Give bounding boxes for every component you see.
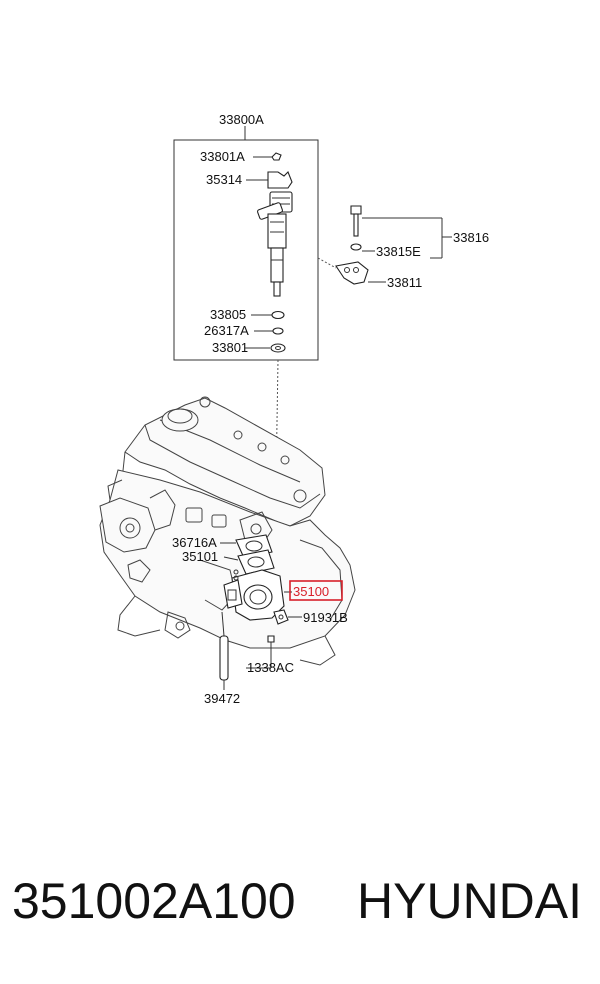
label-gasket: 35101 xyxy=(182,549,218,564)
label-injector-assembly: 33800A xyxy=(219,112,264,127)
label-oring: 33805 xyxy=(210,307,246,322)
throttle-body-group: 36716A 35101 35100 91931B 1338AC xyxy=(172,534,348,706)
label-throttle-body: 35100 xyxy=(293,584,329,599)
oring-part xyxy=(271,310,285,320)
label-bolt-group: 33816 xyxy=(453,230,489,245)
gasket-part xyxy=(237,549,275,575)
label-bracket: 33811 xyxy=(387,275,422,290)
bolt-part xyxy=(350,205,362,215)
label-pipe: 39472 xyxy=(204,691,240,706)
footer: 351002A100 HYUNDAI xyxy=(0,872,600,952)
ring-part xyxy=(272,327,284,335)
seal-washer-part xyxy=(270,343,286,353)
label-sensor: 91931B xyxy=(303,610,348,625)
label-seal-washer: 33801 xyxy=(212,340,248,355)
washer-part xyxy=(350,243,362,251)
bolt-small-part xyxy=(267,635,275,643)
engine-illustration xyxy=(99,396,356,666)
label-upper-gasket: 36716A xyxy=(172,535,217,550)
injector-body xyxy=(257,191,293,297)
label-ring: 26317A xyxy=(204,323,249,338)
footer-brand: HYUNDAI xyxy=(357,873,583,929)
label-clip: 33801A xyxy=(200,149,245,164)
label-holder: 35314 xyxy=(206,172,242,187)
injector-assembly-box xyxy=(173,139,319,361)
label-bolt: 1338AC xyxy=(247,660,294,675)
bracket-part xyxy=(335,261,369,285)
holder-part xyxy=(267,171,293,189)
injector-assembly-group: 33800A 33801A 35314 33805 26317A xyxy=(173,112,319,361)
label-washer: 33815E xyxy=(376,244,421,259)
sensor-part xyxy=(273,609,289,625)
locator-line xyxy=(275,359,279,485)
clip-part xyxy=(271,152,282,161)
throttle-body-label-box xyxy=(289,580,343,601)
footer-part-number: 351002A100 xyxy=(12,873,296,929)
bolt-bracket-group: 33816 33815E 33811 xyxy=(317,205,489,290)
pipe-part xyxy=(219,635,229,681)
